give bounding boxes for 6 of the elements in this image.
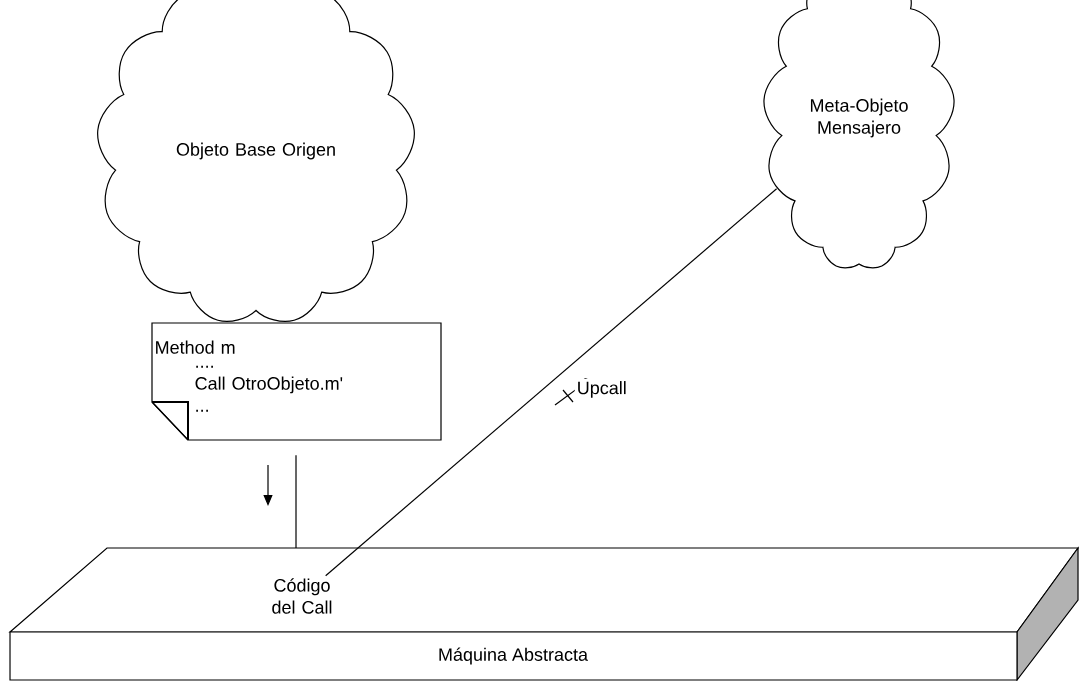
edge-label: Upcall [574,379,629,400]
connector-line [325,188,778,577]
node-label: Máquina Abstracta [439,647,589,665]
document-box: Method m .... Call OtroObjeto.m' ... [151,322,442,441]
code-label: Código del Call [272,578,332,614]
connector-line [295,454,297,549]
